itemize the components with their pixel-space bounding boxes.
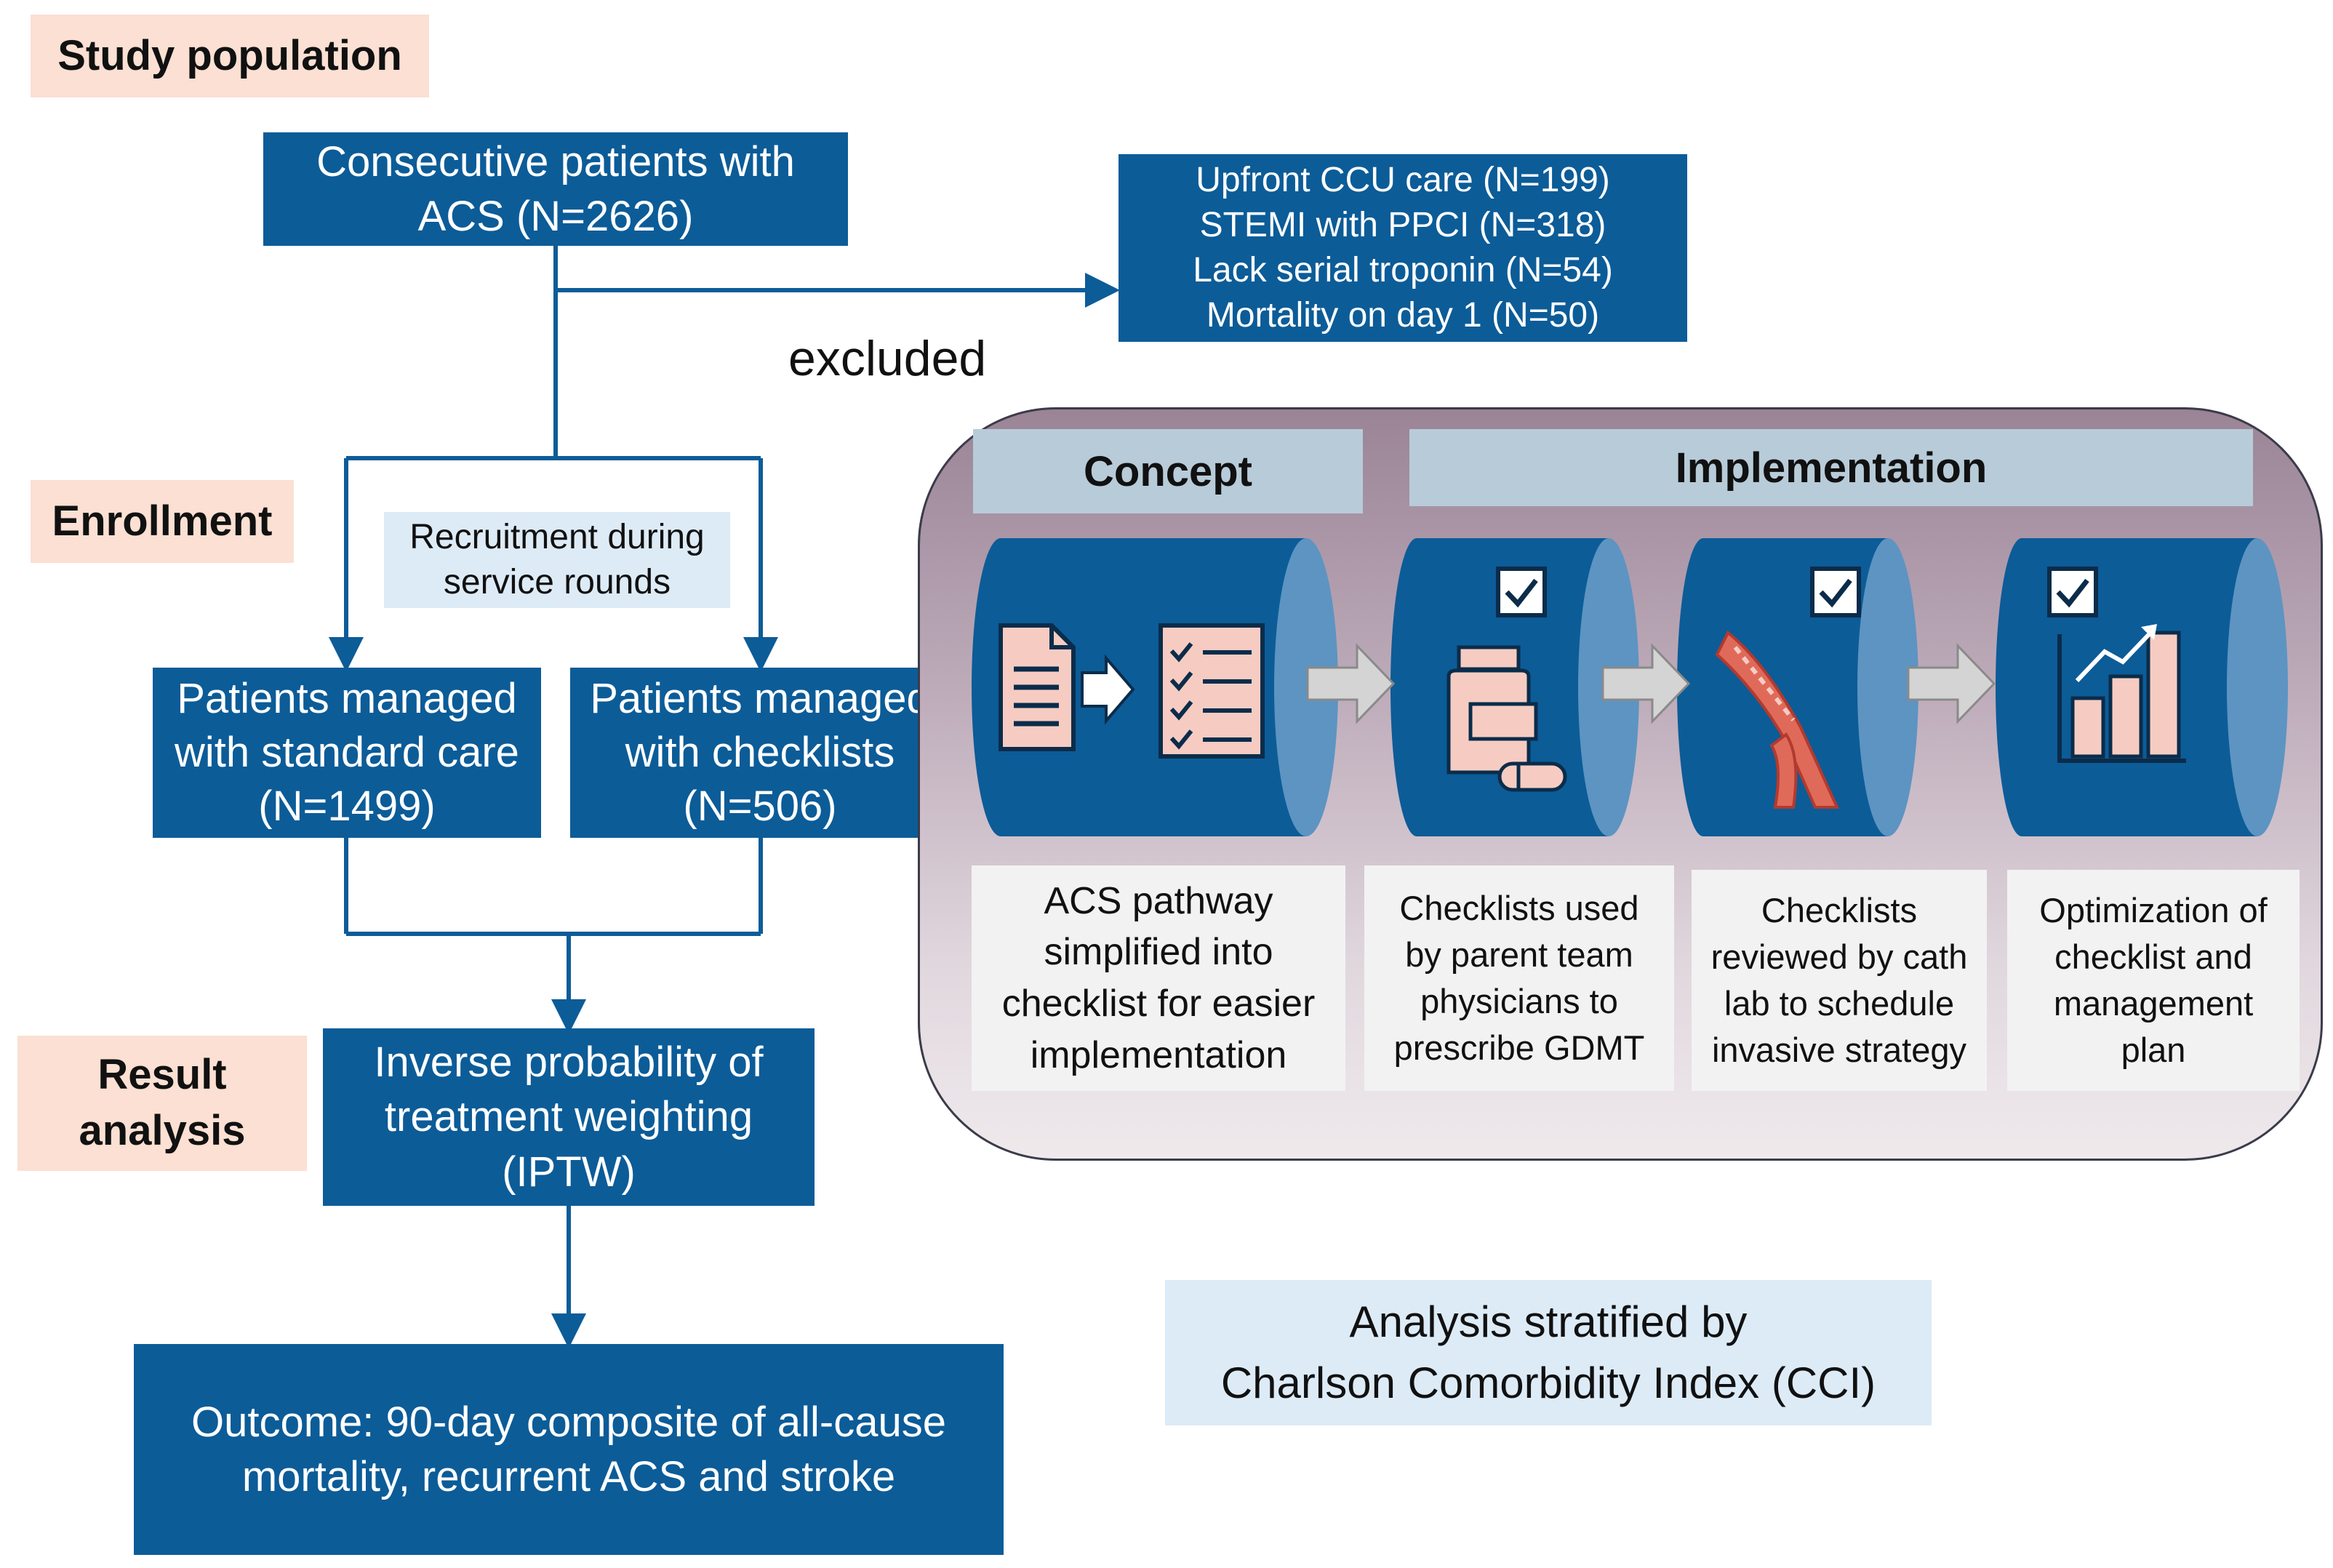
medication-bottle-icon xyxy=(1446,645,1567,792)
step-description-line: physicians to xyxy=(1420,982,1618,1020)
step-arrow xyxy=(1306,643,1396,724)
stratified-analysis-note: Analysis stratified by Charlson Comorbid… xyxy=(1165,1280,1932,1425)
outcome-line: Outcome: 90-day composite of all-cause xyxy=(191,1398,947,1446)
consecutive-patients-line1: Consecutive patients with xyxy=(316,137,795,185)
consecutive-patients-box: Consecutive patients with ACS (N=2626) xyxy=(263,132,848,246)
step-description-line: Checklists used xyxy=(1399,889,1639,928)
standard-care-line: Patients managed xyxy=(177,674,517,722)
checklists-group-line: Patients managed xyxy=(590,674,930,722)
step-description-line: ACS pathway xyxy=(1044,879,1273,922)
iptw-line: Inverse probability of xyxy=(374,1038,764,1086)
step-arrow xyxy=(1601,643,1691,724)
concept-header: Concept xyxy=(973,429,1363,513)
step-description-line: Optimization of xyxy=(2039,891,2268,930)
step-cylinder-cath-lab xyxy=(1677,538,1918,836)
outcome-box: Outcome: 90-day composite of all-cause m… xyxy=(134,1344,1004,1555)
step-description-line: by parent team xyxy=(1405,935,1633,975)
step-description-line: checklist and xyxy=(2054,937,2252,977)
step-cylinder-concept xyxy=(972,538,1338,836)
recruitment-note: Recruitment during service rounds xyxy=(384,512,730,608)
step-description-line: invasive strategy xyxy=(1711,1030,1967,1069)
exclusion-item: Mortality on day 1 (N=50) xyxy=(1206,296,1600,335)
standard-care-line: (N=1499) xyxy=(258,783,436,831)
consecutive-patients-line2: ACS (N=2626) xyxy=(417,193,694,240)
step-arrow xyxy=(1907,643,1996,724)
step-description-line: plan xyxy=(2121,1030,2186,1069)
checklists-group-line: with checklists xyxy=(625,728,895,776)
stage-result-text-line2: analysis xyxy=(79,1107,246,1154)
exclusion-criteria-box: Upfront CCU care (N=199) STEMI with PPCI… xyxy=(1119,154,1687,342)
stratified-line: Charlson Comorbidity Index (CCI) xyxy=(1220,1359,1876,1407)
stage-study-population-text: Study population xyxy=(57,31,402,79)
outcome-line: mortality, recurrent ACS and stroke xyxy=(241,1453,896,1500)
stage-label-result-analysis: Result analysis xyxy=(17,1036,307,1171)
stage-label-study-population: Study population xyxy=(31,15,429,97)
exclusion-item: Upfront CCU care (N=199) xyxy=(1196,161,1610,199)
excluded-label: excluded xyxy=(788,331,987,386)
recruitment-note-line1: Recruitment during xyxy=(409,517,705,556)
document-to-checklist-icon xyxy=(999,623,1265,759)
coronary-artery-icon xyxy=(1715,630,1840,809)
standard-care-group-box: Patients managed with standard care (N=1… xyxy=(153,668,541,838)
exclusion-item: Lack serial troponin (N=54) xyxy=(1193,251,1613,289)
step-description-line: prescribe GDMT xyxy=(1393,1028,1645,1067)
step-description-prescribe: Checklists used by parent team physician… xyxy=(1364,865,1674,1091)
step-description-line: reviewed by cath xyxy=(1710,937,1968,977)
step-cylinder-prescribe xyxy=(1390,538,1639,836)
iptw-line: treatment weighting xyxy=(384,1093,753,1141)
step-description-concept: ACS pathway simplified into checklist fo… xyxy=(972,865,1345,1091)
bar-chart-growth-icon xyxy=(2057,624,2186,763)
checklists-group-box: Patients managed with checklists (N=506) xyxy=(570,668,950,838)
stage-result-text-line1: Result xyxy=(97,1051,227,1099)
implementation-header: Implementation xyxy=(1409,429,2253,506)
step-cylinder-optimization xyxy=(1996,538,2288,836)
iptw-box: Inverse probability of treatment weighti… xyxy=(323,1028,815,1206)
checklists-group-line: (N=506) xyxy=(683,783,837,831)
step-description-cath-lab: Checklists reviewed by cath lab to sched… xyxy=(1692,870,1987,1091)
step-description-line: Checklists xyxy=(1761,891,1918,930)
step-description-optimization: Optimization of checklist and management… xyxy=(2007,870,2300,1091)
step-description-line: simplified into xyxy=(1044,931,1273,974)
step-description-line: checklist for easier xyxy=(1001,983,1316,1025)
step-description-line: implementation xyxy=(1030,1033,1287,1076)
stage-enrollment-text: Enrollment xyxy=(52,497,273,545)
standard-care-line: with standard care xyxy=(175,728,519,776)
stratified-line: Analysis stratified by xyxy=(1349,1297,1748,1346)
recruitment-note-line2: service rounds xyxy=(443,563,671,601)
stage-label-enrollment: Enrollment xyxy=(31,480,294,563)
exclusion-item: STEMI with PPCI (N=318) xyxy=(1199,206,1606,244)
iptw-line: (IPTW) xyxy=(502,1148,636,1196)
step-description-line: lab to schedule xyxy=(1724,984,1955,1023)
step-description-line: management xyxy=(2053,984,2254,1023)
